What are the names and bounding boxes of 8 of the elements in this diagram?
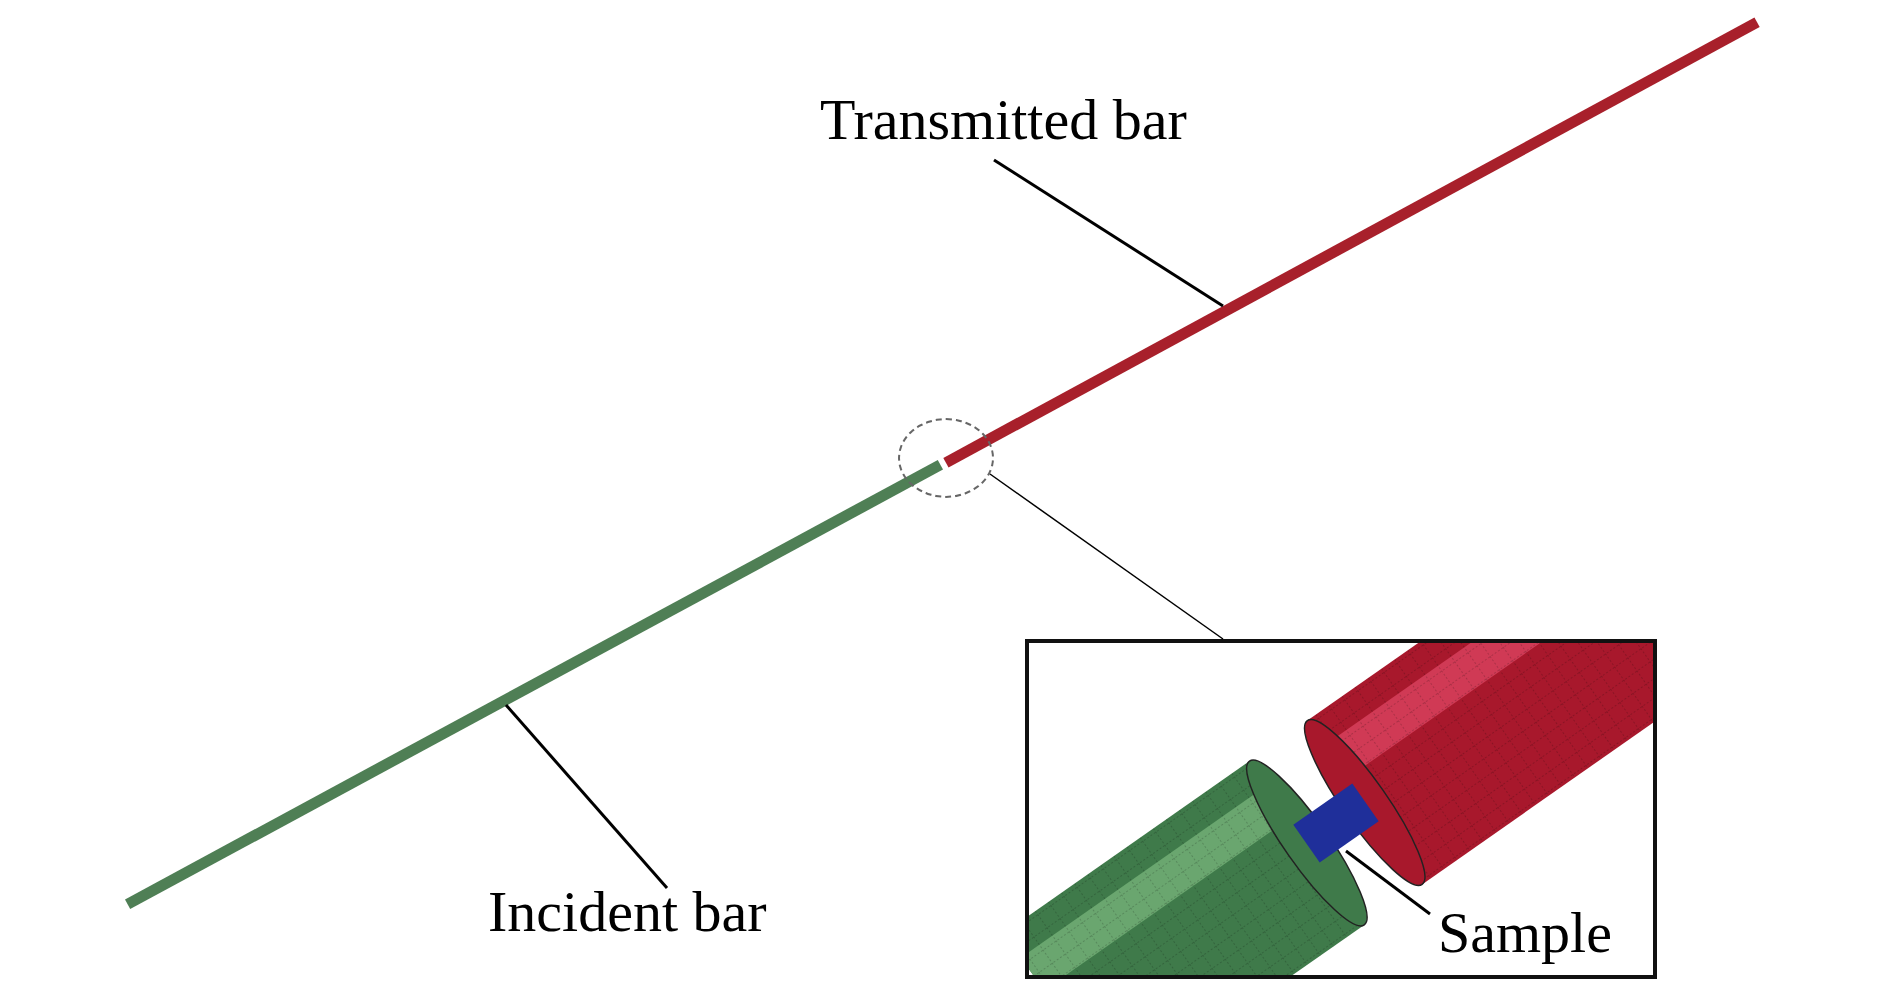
bar-label: Transmitted bar	[820, 88, 1187, 152]
leader-line	[1345, 849, 1431, 916]
leader-line	[504, 704, 669, 889]
zoom-circle	[898, 418, 994, 498]
leader-line	[989, 473, 1224, 640]
part-label: Sample	[1438, 901, 1612, 965]
leader-line	[993, 158, 1224, 308]
bar-label: Incident bar	[488, 880, 767, 944]
